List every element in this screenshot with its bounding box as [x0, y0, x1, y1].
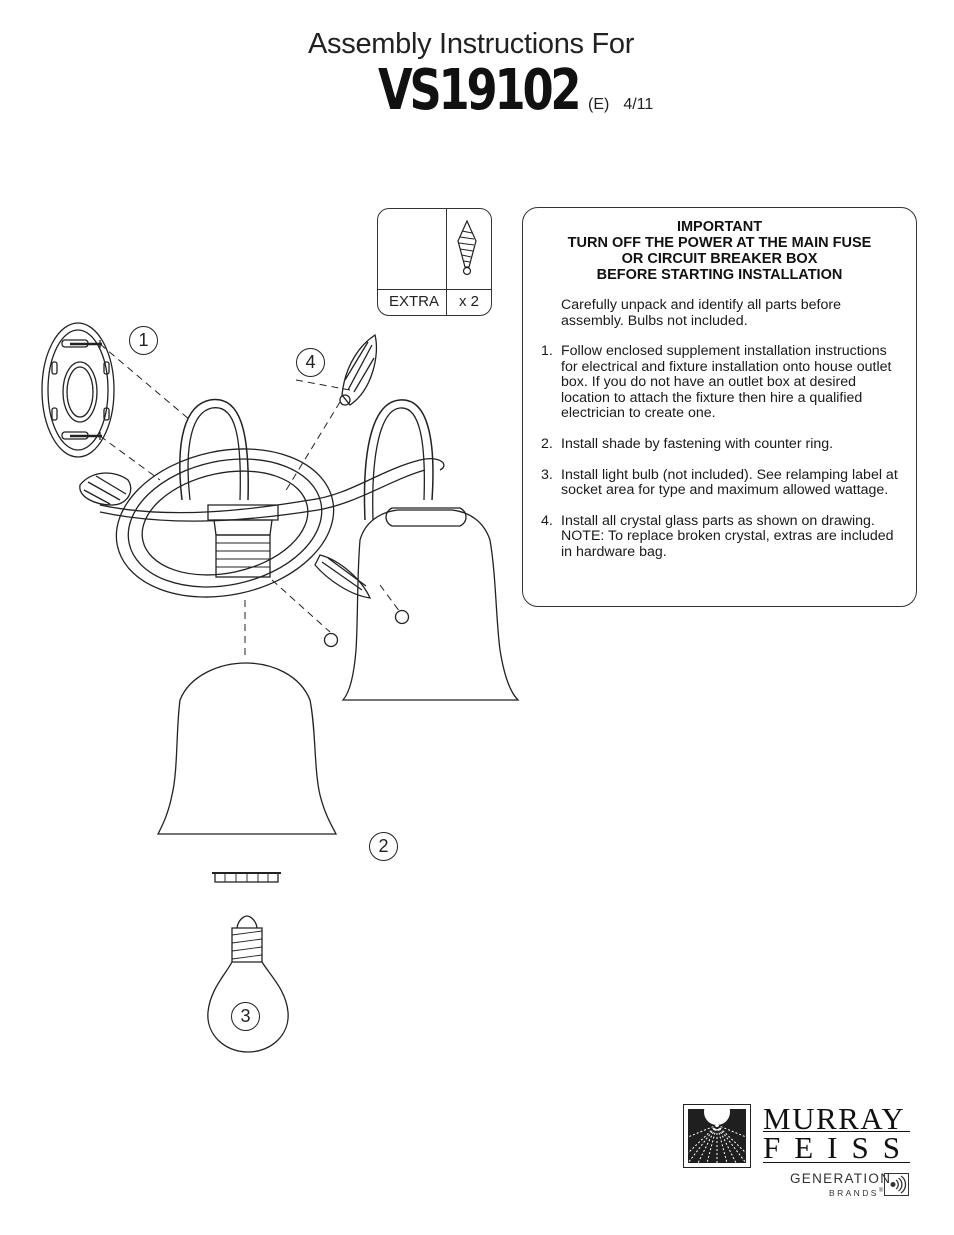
sound-wave-icon [884, 1173, 909, 1196]
counter-ring [212, 872, 281, 883]
revision-date: 4/11 [623, 96, 654, 113]
generation-label: GENERATION [790, 1171, 892, 1186]
brands-text: BRANDS [829, 1188, 879, 1198]
step-number: 3. [541, 466, 553, 483]
step-list: 1. Follow enclosed supplement installati… [541, 343, 903, 576]
brand-name-line2: FEISS [763, 1130, 914, 1165]
revision-info: (E) 4/11 [588, 96, 653, 114]
step-item: 2. Install shade by fastening with count… [541, 435, 903, 453]
brands-label: BRANDS® [829, 1188, 883, 1198]
crystal-prism-icon [457, 219, 477, 276]
step-item: 3. Install light bulb (not included). Se… [541, 466, 903, 499]
light-bulb [207, 915, 289, 1053]
callout-2: 2 [369, 832, 398, 861]
callout-3: 3 [231, 1002, 260, 1031]
instructions-panel: IMPORTANT TURN OFF THE POWER AT THE MAIN… [522, 207, 917, 607]
step-text: Install shade by fastening with counter … [561, 435, 834, 452]
extra-quantity: x 2 [459, 293, 480, 310]
warning-line: BEFORE STARTING INSTALLATION [596, 267, 843, 283]
model-number: VS19102 [378, 58, 582, 123]
step-text: Install all crystal glass parts as shown… [561, 512, 894, 560]
brand-name-line1: MURRAY [763, 1101, 906, 1136]
step-item: 4. Install all crystal glass parts as sh… [541, 512, 903, 561]
extra-label: EXTRA [389, 293, 440, 310]
brand-divider [763, 1162, 910, 1163]
step-text: Install light bulb (not included). See r… [561, 466, 898, 499]
brand-divider [763, 1131, 910, 1132]
important-warning: IMPORTANT TURN OFF THE POWER AT THE MAIN… [523, 219, 916, 283]
step-text: Follow enclosed supplement installation … [561, 343, 892, 422]
fixture-backplate [115, 448, 335, 598]
mounting-plate [41, 322, 115, 458]
document-title: Assembly Instructions For [308, 28, 635, 60]
sunburst-logo-icon [683, 1104, 751, 1168]
warning-line: OR CIRCUIT BREAKER BOX [621, 251, 818, 267]
step-number: 4. [541, 512, 553, 529]
warning-line: TURN OFF THE POWER AT THE MAIN FUSE [567, 235, 872, 251]
step-number: 2. [541, 435, 553, 452]
warning-line: IMPORTANT [676, 219, 763, 235]
left-socket [207, 504, 279, 578]
callout-4: 4 [296, 348, 325, 377]
callout-1: 1 [129, 326, 158, 355]
trademark-symbol: ® [878, 1188, 884, 1195]
step-number: 1. [541, 343, 553, 359]
step-item: 1. Follow enclosed supplement installati… [541, 343, 903, 422]
extra-parts-box: EXTRA x 2 [377, 208, 492, 316]
edition-code: (E) [588, 96, 610, 113]
intro-text: Carefully unpack and identify all parts … [561, 297, 841, 329]
